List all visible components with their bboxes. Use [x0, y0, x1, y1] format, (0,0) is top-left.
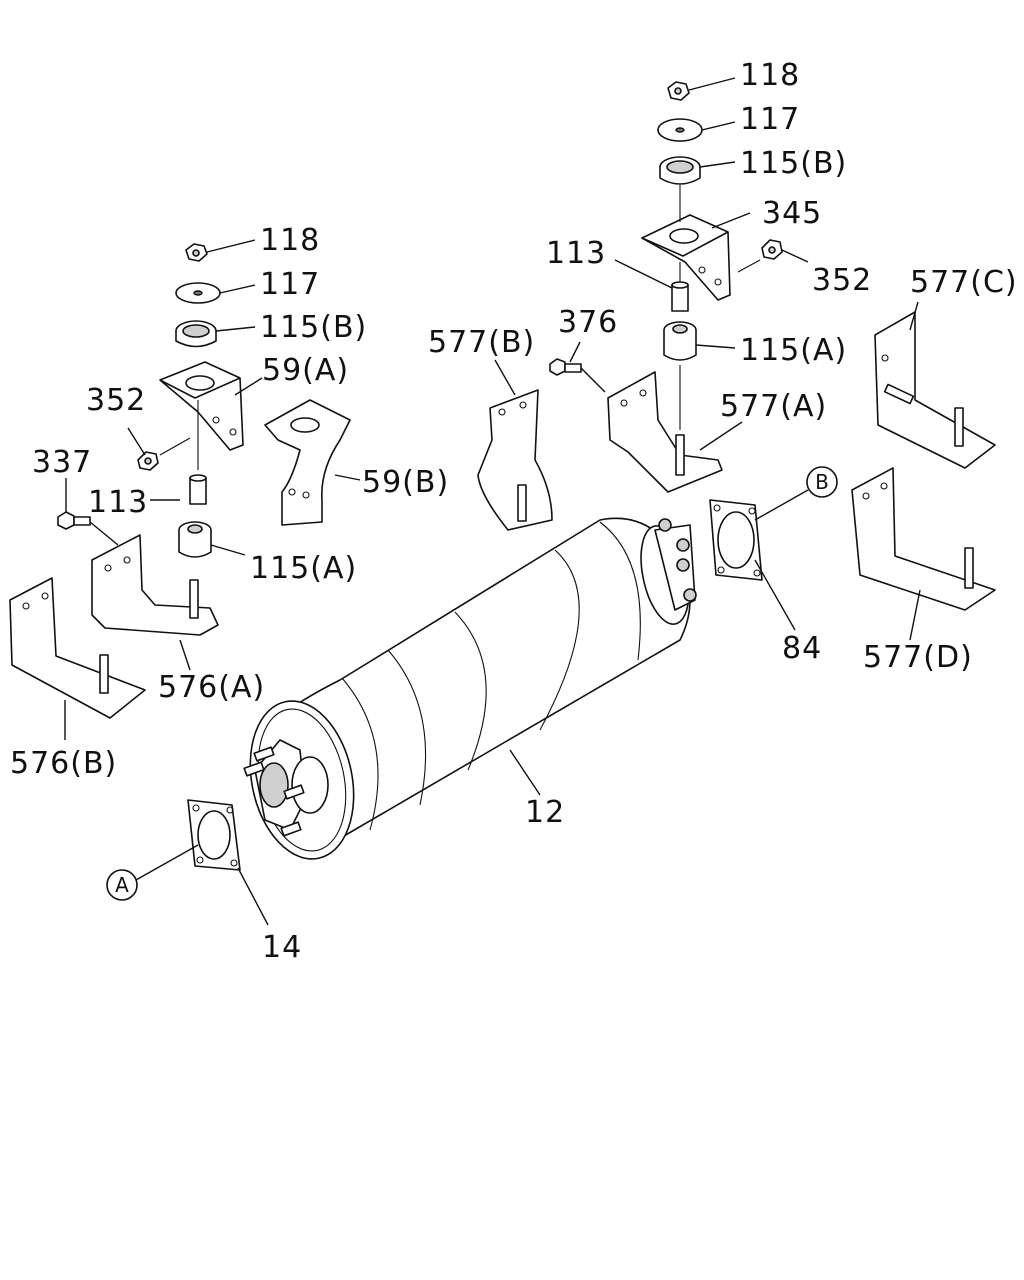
label-59b: 59(B) [362, 465, 449, 500]
marker-a: A [106, 869, 138, 901]
label-577a: 577(A) [720, 389, 827, 424]
label-12: 12 [525, 795, 565, 830]
label-118-right: 118 [740, 58, 800, 93]
marker-b: B [806, 466, 838, 498]
svg-text:B: B [815, 470, 829, 494]
svg-text:A: A [115, 873, 129, 897]
label-352-right: 352 [812, 263, 872, 298]
label-337: 337 [32, 445, 92, 480]
label-113-right: 113 [546, 236, 606, 271]
label-352-left: 352 [86, 383, 146, 418]
label-115a-right: 115(A) [740, 333, 847, 368]
label-115b-right: 115(B) [740, 146, 847, 181]
part-labels: 118 117 115(B) 345 113 352 577(C) 577(B)… [10, 58, 1018, 965]
label-117-right: 117 [740, 102, 800, 137]
left-mount-stack [9, 243, 351, 719]
label-345: 345 [762, 196, 822, 231]
label-113-left: 113 [88, 485, 148, 520]
label-576a: 576(A) [158, 670, 265, 705]
cylinder-inlet-flange [243, 739, 329, 837]
label-118-left: 118 [260, 223, 320, 258]
label-117-left: 117 [260, 267, 320, 302]
label-59a: 59(A) [262, 353, 349, 388]
label-577c: 577(C) [910, 265, 1018, 300]
label-577d: 577(D) [863, 640, 973, 675]
label-577b: 577(B) [428, 325, 535, 360]
label-115b-left: 115(B) [260, 310, 367, 345]
part-14-gasket [187, 799, 241, 871]
cylinder-outlet-flange [654, 518, 697, 611]
label-576b: 576(B) [10, 746, 117, 781]
label-84: 84 [782, 631, 822, 666]
leader-lines [64, 77, 921, 926]
label-376: 376 [558, 305, 618, 340]
label-14: 14 [262, 930, 302, 965]
part-84-gasket [709, 499, 763, 581]
label-115a-left: 115(A) [250, 551, 357, 586]
